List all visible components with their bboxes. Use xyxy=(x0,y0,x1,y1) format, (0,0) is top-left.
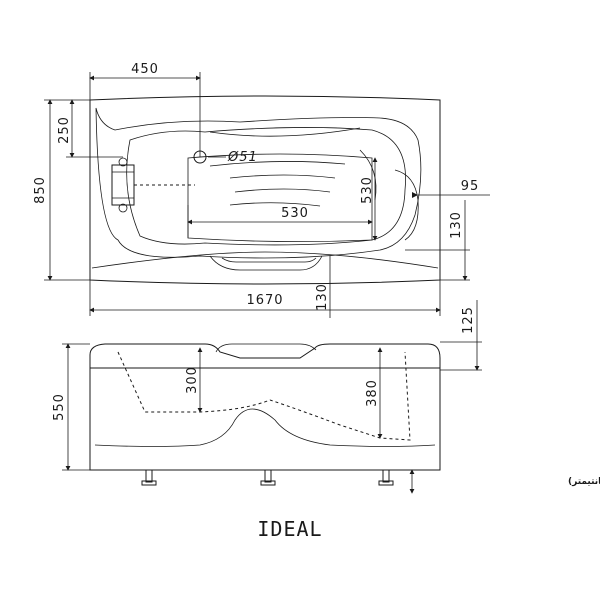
basin-flow-line xyxy=(209,127,361,137)
dim-label-drain: Ø51 xyxy=(227,150,258,165)
armrest-outline xyxy=(394,169,419,241)
top-view-water-line xyxy=(187,153,373,242)
top-view xyxy=(89,72,441,285)
basin-flow-line xyxy=(229,174,336,179)
top-view-inner-contour xyxy=(95,107,422,259)
top-view-handle-inner xyxy=(221,257,317,263)
dim-label-530-v: 530 xyxy=(360,176,375,204)
foot-icon xyxy=(141,480,157,486)
dim-arrow xyxy=(412,192,418,198)
dim-label-450: 450 xyxy=(131,62,159,77)
side-view-inner-profile xyxy=(117,351,411,441)
side-view-skirt-curve xyxy=(94,408,436,447)
basin-flow-line xyxy=(234,188,331,193)
top-view-basin xyxy=(126,127,406,246)
side-view xyxy=(89,343,441,494)
dim-label-125: 125 xyxy=(461,306,476,334)
headrest-knob-icon xyxy=(118,157,128,167)
top-view-handle-recess xyxy=(209,255,323,271)
basin-flow-line xyxy=(229,202,321,207)
dim-label-130-upper: 130 xyxy=(449,211,464,239)
foot-icon xyxy=(378,480,394,486)
foot-icon xyxy=(264,469,272,483)
dim-label-1670: 1670 xyxy=(246,293,283,308)
side-view-outline xyxy=(89,343,441,471)
side-view-dimensions: 550 300 380 xyxy=(52,343,383,471)
dim-label-300: 300 xyxy=(185,366,200,394)
dim-label-550: 550 xyxy=(52,393,67,421)
top-view-outer-rim xyxy=(89,95,441,285)
headrest-knob-icon xyxy=(118,203,128,213)
product-title: IDEAL xyxy=(257,517,322,541)
dim-label-850: 850 xyxy=(33,176,48,204)
headrest-icon xyxy=(111,164,135,206)
dim-label-380: 380 xyxy=(365,379,380,407)
foot-icon xyxy=(382,469,390,483)
top-view-lower-shelf xyxy=(91,251,439,269)
foot-icon xyxy=(260,480,276,486)
foot-icon xyxy=(145,469,153,483)
dim-label-530-h: 530 xyxy=(281,206,309,221)
dim-label-95: 95 xyxy=(461,179,480,194)
basin-flow-line xyxy=(209,161,346,167)
top-view-dimensions: 450 850 250 Ø51 530 530 95 130 1670 xyxy=(33,62,490,371)
dim-label-130-bottom: 130 xyxy=(315,283,330,311)
side-view-handle xyxy=(215,343,317,353)
height-adjust-note: (قابلیت تغییر ارتفاع ۵ تا ۱۰ سانتیمتر) xyxy=(568,477,600,487)
dim-label-250: 250 xyxy=(57,116,72,144)
